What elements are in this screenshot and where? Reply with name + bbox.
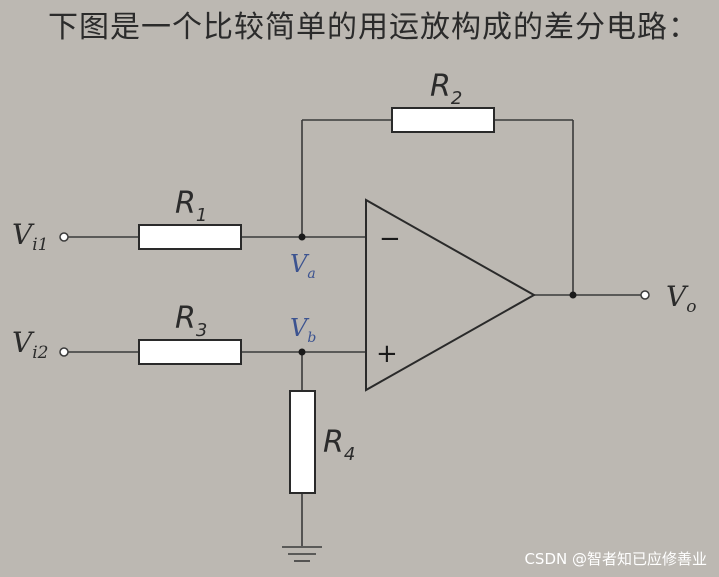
terminal-vi1 — [59, 232, 69, 242]
op-amp — [365, 198, 537, 392]
label-r2: R2 — [430, 69, 462, 109]
terminal-vo — [640, 290, 650, 300]
node-vb — [298, 348, 306, 356]
node-vo — [569, 291, 577, 299]
resistor-r4 — [289, 390, 316, 494]
node-va — [298, 233, 306, 241]
resistor-r2 — [391, 107, 495, 133]
resistor-r1 — [138, 224, 242, 250]
ground-icon — [282, 546, 322, 562]
op-amp-minus-sign: − — [379, 224, 401, 254]
label-r1: R1 — [175, 186, 207, 226]
label-va: Va — [290, 250, 316, 282]
label-r4: R4 — [323, 425, 355, 465]
label-r3: R3 — [175, 301, 207, 341]
label-vb: Vb — [290, 314, 316, 346]
page-title: 下图是一个比较简单的用运放构成的差分电路： — [48, 10, 699, 45]
label-vo: Vo — [666, 280, 696, 317]
op-amp-plus-sign: + — [376, 339, 398, 369]
label-vi2: Vi2 — [12, 326, 49, 363]
resistor-r3 — [138, 339, 242, 365]
wires — [68, 119, 641, 546]
terminal-vi2 — [59, 347, 69, 357]
watermark: CSDN @智者知已应修善业 — [524, 550, 707, 568]
label-vi1: Vi1 — [12, 218, 49, 255]
